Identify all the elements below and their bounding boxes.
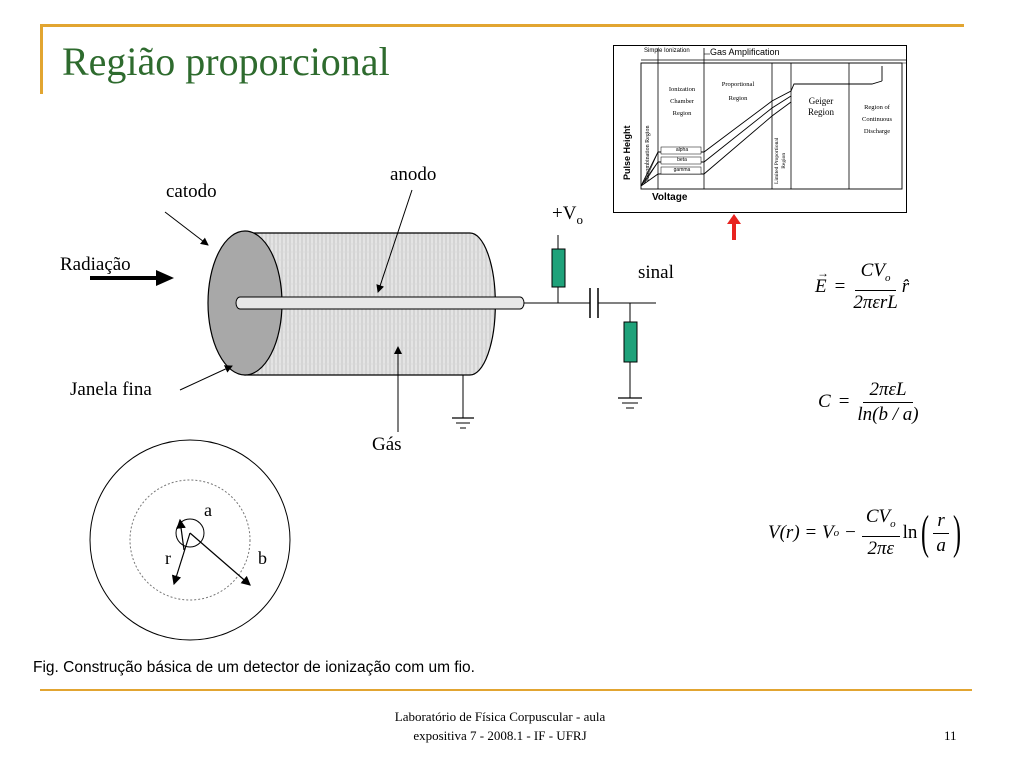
gas-label: Gás — [372, 434, 402, 455]
radius-a-label: a — [204, 500, 212, 520]
radiacao-label: Radiação — [60, 254, 131, 275]
resistor-top — [551, 248, 566, 288]
resistor-bottom — [623, 321, 638, 363]
recombination-label: Recombination Region — [645, 125, 651, 182]
simple-ionization-label: Simple Ionization — [644, 48, 690, 54]
beta-label: beta — [677, 157, 687, 163]
voltage-axis-label: Voltage — [652, 192, 688, 203]
janela-label: Janela fina — [70, 379, 152, 400]
anode-wire — [235, 296, 525, 310]
radius-r-label: r — [165, 548, 171, 568]
figure-caption: Fig. Construção básica de um detector de… — [33, 659, 475, 676]
gas-region-circle — [129, 479, 251, 601]
radius-b-label: b — [258, 548, 267, 568]
left-rule — [40, 24, 43, 94]
anodo-label: anodo — [390, 164, 437, 185]
top-rule — [40, 24, 964, 27]
catodo-label: catodo — [166, 181, 217, 202]
equation-capacitance: C = 2πεL ln(b / a) — [818, 378, 919, 425]
voltage-label: +Vo — [552, 203, 583, 227]
radiation-arrow — [156, 270, 174, 286]
alpha-label: alpha — [675, 147, 689, 153]
pulse-height-label: Pulse Height — [622, 125, 632, 180]
equation-field: E → = CVo 2πεrL r̂ — [815, 260, 910, 313]
page-number: 11 — [944, 728, 957, 743]
anode-circle — [175, 518, 205, 548]
outer-cathode-circle — [89, 439, 291, 641]
inset-region-chart: Simple Ionization Gas Amplification Reco… — [613, 45, 907, 213]
gamma-label: gamma — [673, 167, 691, 173]
red-arrow-icon — [727, 214, 741, 240]
footer-text: Laboratório de Física Corpuscular - aula… — [394, 709, 606, 743]
gas-amplification-label: Gas Amplification — [710, 47, 780, 57]
footer-rule — [40, 689, 972, 691]
sinal-label: sinal — [638, 262, 674, 283]
slide-title: Região proporcional — [62, 39, 390, 84]
